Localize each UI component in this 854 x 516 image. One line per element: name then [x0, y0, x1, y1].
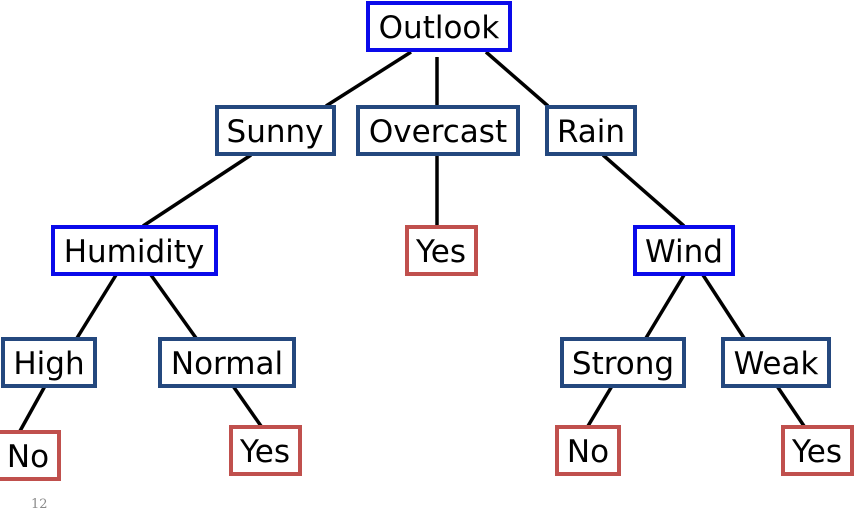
leaf-strong-no-box: [555, 425, 621, 476]
leaf-normal-yes-label: Yes: [239, 434, 290, 470]
node-wind-label: Wind: [645, 234, 723, 270]
branch-value-weak: Weak: [721, 337, 831, 388]
node-outlook: Outlook: [366, 1, 512, 52]
branch-value-overcast-label: Overcast: [369, 114, 507, 150]
branch-value-strong: Strong: [560, 337, 686, 388]
node-wind: Wind: [633, 225, 735, 276]
branch-value-normal: Normal: [158, 337, 296, 388]
edge-wind-strong: [644, 274, 686, 339]
leaf-high-no: No: [0, 430, 61, 481]
branch-value-high: High: [1, 337, 97, 388]
branch-value-high-box: [1, 337, 97, 388]
edge-weak-yes: [775, 385, 806, 427]
node-humidity-box: [51, 225, 218, 276]
branch-value-weak-label: Weak: [734, 346, 819, 382]
leaf-weak-yes: Yes: [781, 425, 854, 476]
edge-normal-yes: [231, 384, 263, 428]
leaf-normal-yes-box: [229, 425, 302, 476]
branch-value-sunny-label: Sunny: [227, 114, 324, 150]
edge-rain-wind: [601, 153, 686, 228]
branch-value-strong-label: Strong: [572, 346, 674, 382]
leaf-overcast-yes-box: [405, 225, 478, 276]
branch-value-normal-box: [158, 337, 296, 388]
branch-value-sunny: Sunny: [215, 105, 336, 156]
leaf-weak-yes-label: Yes: [791, 434, 842, 470]
leaf-high-no-box: [0, 430, 61, 481]
node-wind-box: [633, 225, 735, 276]
page-number: 12: [31, 497, 48, 512]
node-humidity: Humidity: [51, 225, 218, 276]
edge-sunny-humidity: [142, 153, 252, 228]
edge-outlook-sunny: [325, 50, 412, 108]
branch-value-weak-box: [721, 337, 831, 388]
branch-value-sunny-box: [215, 105, 336, 156]
edge-strong-no: [586, 385, 614, 427]
branch-value-rain: Rain: [545, 105, 637, 156]
leaf-high-no-label: No: [7, 439, 49, 475]
edge-high-no: [18, 385, 47, 432]
edge-wind-weak: [701, 274, 746, 339]
edges-layer: [18, 50, 806, 432]
leaf-weak-yes-box: [781, 425, 854, 476]
node-outlook-box: [366, 1, 512, 52]
node-outlook-label: Outlook: [379, 10, 500, 46]
leaf-overcast-yes-label: Yes: [415, 234, 466, 270]
leaf-normal-yes: Yes: [229, 425, 302, 476]
leaf-strong-no: No: [555, 425, 621, 476]
branch-value-overcast-box: [356, 105, 520, 156]
branch-value-overcast: Overcast: [356, 105, 520, 156]
edge-outlook-rain: [484, 50, 550, 108]
branch-value-high-label: High: [13, 346, 84, 382]
branch-value-normal-label: Normal: [171, 346, 283, 382]
edge-humidity-high: [75, 274, 118, 339]
branch-value-rain-box: [545, 105, 637, 156]
branch-value-strong-box: [560, 337, 686, 388]
node-humidity-label: Humidity: [64, 234, 205, 270]
branch-value-rain-label: Rain: [557, 114, 625, 150]
edge-humidity-normal: [149, 273, 198, 340]
leaf-strong-no-label: No: [567, 434, 609, 470]
leaf-overcast-yes: Yes: [405, 225, 478, 276]
